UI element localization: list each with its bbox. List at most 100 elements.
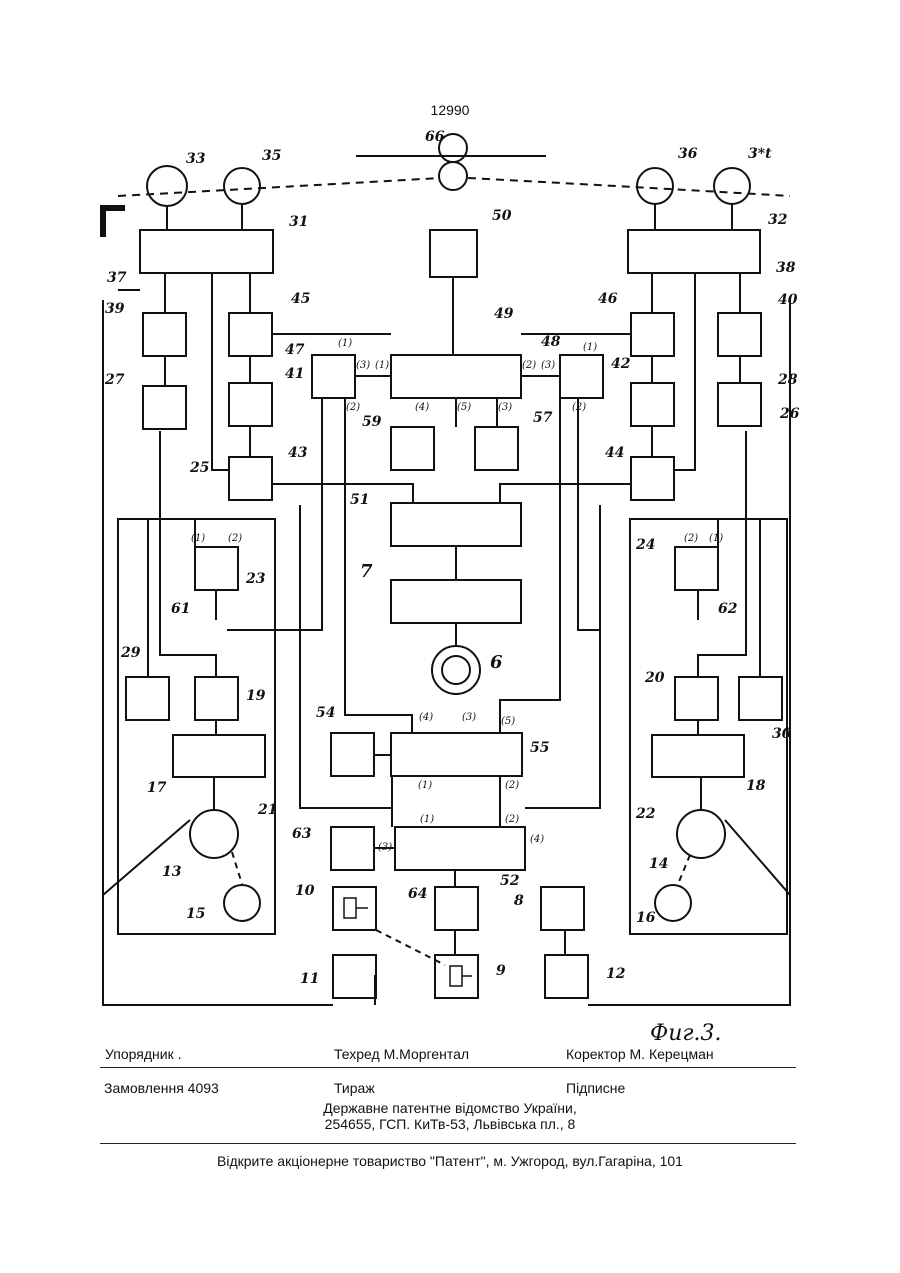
block-39 bbox=[143, 313, 186, 356]
block-51 bbox=[391, 503, 521, 546]
port-49-3r: (3) bbox=[541, 360, 555, 371]
label-16: 16 bbox=[636, 910, 656, 926]
label-12: 12 bbox=[606, 966, 626, 982]
label-43: 43 bbox=[288, 445, 308, 461]
subscription-text: Підписне bbox=[566, 1080, 625, 1096]
label-52: 52 bbox=[500, 873, 520, 889]
label-37: 37 bbox=[107, 270, 127, 286]
block-40 bbox=[718, 313, 761, 356]
address-text: 254655, ГСП. КиТв-53, Львівська пл., 8 bbox=[0, 1116, 900, 1133]
port-52-2: (2) bbox=[505, 814, 519, 825]
label-47: 47 bbox=[285, 342, 305, 358]
label-31: 31 bbox=[289, 214, 308, 230]
label-7: 7 bbox=[360, 561, 373, 582]
office-text: Державне патентне відомство України, bbox=[0, 1100, 900, 1117]
block-63 bbox=[331, 827, 374, 870]
order-text: Замовлення 4093 bbox=[104, 1080, 219, 1096]
label-39: 39 bbox=[105, 301, 125, 317]
block-59 bbox=[391, 427, 434, 470]
block-17 bbox=[173, 735, 265, 777]
label-40: 40 bbox=[778, 292, 798, 308]
label-15: 15 bbox=[186, 906, 205, 922]
block-45 bbox=[229, 313, 272, 356]
block-42 bbox=[631, 383, 674, 426]
label-6: 6 bbox=[490, 652, 503, 673]
port-47-2: (2) bbox=[346, 402, 360, 413]
block-24 bbox=[675, 547, 718, 590]
port-49-5: (5) bbox=[457, 402, 471, 413]
block-50 bbox=[430, 230, 477, 277]
label-20: 20 bbox=[644, 670, 665, 686]
motor-13 bbox=[190, 810, 238, 858]
label-32: 32 bbox=[768, 212, 788, 228]
port-49-4: (4) bbox=[415, 402, 429, 413]
block-20 bbox=[675, 677, 718, 720]
port-55-4: (4) bbox=[419, 712, 433, 723]
block-27 bbox=[143, 386, 186, 429]
label-64: 64 bbox=[408, 886, 427, 902]
wire-33-31 bbox=[167, 204, 732, 355]
block-52 bbox=[395, 827, 525, 870]
block-29 bbox=[126, 677, 169, 720]
port-49-3: (3) bbox=[356, 360, 370, 371]
label-22: 22 bbox=[635, 806, 656, 822]
port-55-1: (1) bbox=[418, 780, 432, 791]
block-57 bbox=[475, 427, 518, 470]
block-10 bbox=[333, 887, 376, 930]
block-18 bbox=[652, 735, 744, 777]
resistor-10 bbox=[344, 898, 368, 918]
label-33: 33 bbox=[186, 151, 206, 167]
block-32 bbox=[628, 230, 760, 273]
block-8 bbox=[541, 887, 584, 930]
divider-top bbox=[100, 1067, 796, 1068]
port-55-2: (2) bbox=[505, 780, 519, 791]
label-23: 23 bbox=[245, 571, 266, 587]
publisher-text: Відкрите акціонерне товариство "Патент",… bbox=[0, 1153, 900, 1170]
block-54 bbox=[331, 733, 374, 776]
wire-31-down bbox=[165, 273, 250, 470]
label-18: 18 bbox=[746, 778, 766, 794]
label-11: 11 bbox=[300, 971, 319, 987]
sensor-34 bbox=[714, 168, 750, 204]
port-49-2: (2) bbox=[522, 360, 536, 371]
wire-32-down bbox=[652, 273, 740, 470]
label-46: 46 bbox=[598, 291, 618, 307]
label-61: 61 bbox=[171, 601, 190, 617]
proofreader-text: Коректор М. Керецман bbox=[566, 1046, 714, 1062]
block-48 bbox=[560, 355, 603, 398]
block-49 bbox=[391, 355, 521, 398]
block-44 bbox=[631, 457, 674, 500]
sensor-16 bbox=[655, 885, 691, 921]
label-57: 57 bbox=[533, 410, 553, 426]
port-24-2: (2) bbox=[684, 533, 698, 544]
block-11 bbox=[333, 955, 376, 998]
wire-center bbox=[345, 398, 565, 1005]
label-38: 38 bbox=[776, 260, 796, 276]
block-diagram: 33 35 66 36 3*t 31 50 32 37 38 39 40 45 … bbox=[0, 0, 900, 1060]
label-62: 62 bbox=[718, 601, 738, 617]
compiler-text: Упорядник . bbox=[105, 1046, 181, 1062]
port-47-1: (1) bbox=[338, 338, 352, 349]
block-7 bbox=[391, 580, 521, 623]
label-55: 55 bbox=[530, 740, 549, 756]
label-63: 63 bbox=[292, 826, 312, 842]
sensor-33 bbox=[147, 166, 187, 206]
port-49-3b: (3) bbox=[498, 402, 512, 413]
label-30: 30 bbox=[772, 726, 792, 742]
label-17: 17 bbox=[147, 780, 167, 796]
link-14-16 bbox=[678, 855, 690, 884]
port-55-3: (3) bbox=[462, 712, 476, 723]
block-46 bbox=[631, 313, 674, 356]
port-52-4: (4) bbox=[530, 834, 544, 845]
label-27: 27 bbox=[104, 372, 125, 388]
label-24: 24 bbox=[635, 537, 655, 553]
figure-caption: Фиг.3. bbox=[650, 1021, 722, 1046]
divider-bottom bbox=[100, 1143, 796, 1144]
label-41: 41 bbox=[285, 366, 304, 382]
block-28 bbox=[718, 383, 761, 426]
block-55 bbox=[391, 733, 522, 776]
block-43 bbox=[229, 457, 272, 500]
label-42: 42 bbox=[611, 356, 631, 372]
label-54: 54 bbox=[316, 705, 335, 721]
label-51: 51 bbox=[350, 492, 369, 508]
